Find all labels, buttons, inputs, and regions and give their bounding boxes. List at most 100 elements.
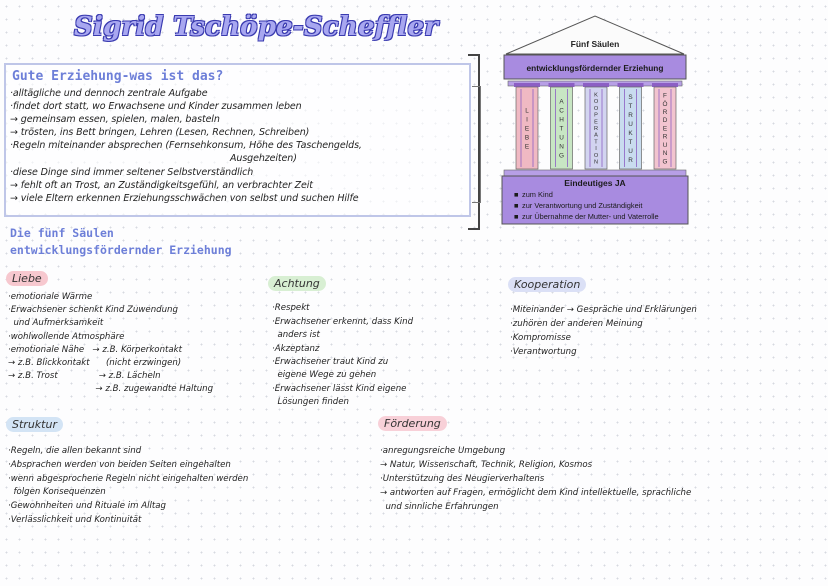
pillar-letter: U — [628, 148, 633, 155]
pill-struktur: Struktur — [6, 417, 63, 432]
pillar-letter: T — [629, 103, 633, 110]
note-line: → z.B. Trost → z.B. Lächeln — [8, 371, 161, 381]
pillar-letter: H — [559, 117, 564, 124]
section-title-line2: entwicklungsfördernder Erziehung — [10, 243, 232, 257]
note-line: und sinnliche Erfahrungen — [380, 502, 499, 512]
pillar-förderung — [653, 86, 677, 170]
temple-beam-label: entwicklungsfördernder Erziehung — [527, 63, 664, 73]
note-line: ·Akzeptanz — [272, 344, 320, 354]
pillar-capital — [617, 83, 644, 87]
note-line: ·Erwachsener traut Kind zu — [272, 357, 389, 367]
note-line: ·Erwachsener schenkt Kind Zuwendung — [8, 305, 178, 315]
pillar-letter: R — [663, 109, 668, 116]
pillar-letter: R — [628, 157, 633, 164]
pillar-letter: E — [525, 144, 529, 151]
pillar-letter: N — [559, 144, 564, 151]
pillar-letter: T — [629, 139, 633, 146]
intro-line: ·diese Dinge sind immer seltener Selbstv… — [10, 167, 254, 178]
section-title-line1: Die fünf Säulen — [10, 226, 114, 240]
intro-line: ·Regeln miteinander absprechen (Fernsehk… — [10, 140, 362, 151]
note-line: → antworten auf Fragen, ermöglicht dem K… — [380, 488, 692, 498]
note-line: ·anregungsreiche Umgebung — [380, 446, 506, 456]
note-line: → z.B. zugewandte Haltung — [8, 384, 214, 394]
pillar-letter: E — [594, 119, 598, 125]
bracket-decoration — [468, 54, 480, 230]
bracket-decoration-inner — [472, 86, 481, 203]
note-line: ·Respekt — [272, 303, 310, 313]
intro-line: Ausgehzeiten) — [230, 153, 297, 164]
note-line: → z.B. Blickkontakt (nicht erzwingen) — [8, 358, 182, 368]
pillar-letter: A — [594, 133, 598, 139]
note-line: ·Erwachsener lässt Kind eigene — [272, 384, 407, 394]
pillar-letter: G — [663, 158, 668, 165]
temple-base-bullet: ■ — [514, 201, 519, 210]
page-title: Sigrid Tschöpe-Scheffler — [74, 12, 439, 42]
pillar-letter: R — [628, 112, 633, 119]
pillar-letter: A — [559, 99, 564, 106]
intro-line: → viele Eltern erkennen Erziehungsschwäc… — [10, 193, 359, 204]
pillar-letter: G — [559, 153, 564, 160]
temple-base — [501, 175, 689, 225]
note-line: ·zuhören der anderen Meinung — [510, 319, 643, 329]
pill-foerderung: Förderung — [378, 416, 447, 431]
note-line: eigene Wege zu gehen — [272, 370, 377, 380]
note-line: ·Kompromisse — [510, 333, 571, 343]
pillar-letter: U — [663, 142, 668, 149]
pillar-liebe — [515, 86, 539, 170]
note-line: ·Regeln, die allen bekannt sind — [8, 446, 142, 456]
pillar-letter: F — [663, 93, 667, 100]
temple-base-bullet: ■ — [514, 190, 519, 199]
temple-base-item: zum Kind — [522, 190, 553, 199]
temple-base-item: zur Übernahme der Mutter- und Vaterrolle — [522, 212, 659, 221]
note-line: ·emotionale Wärme — [8, 292, 93, 302]
intro-line: → gemeinsam essen, spielen, malen, baste… — [10, 114, 220, 125]
note-line: ·Erwachsener erkennt, dass Kind — [272, 317, 414, 327]
pillar-letter: D — [663, 117, 668, 124]
pillar-letter: N — [663, 150, 668, 157]
pillar-capital — [548, 83, 575, 87]
pillar-letter: R — [594, 126, 598, 132]
pill-achtung: Achtung — [268, 276, 326, 291]
note-line: ·Verlässlichkeit und Kontinuität — [8, 515, 142, 525]
note-line: ·wohlwollende Atmosphäre — [8, 332, 125, 342]
pillar-letter: I — [595, 146, 597, 152]
pillar-letter: T — [560, 126, 564, 133]
temple-roof-label: Fünf Säulen — [571, 39, 620, 49]
temple-plinth — [503, 169, 687, 177]
pillar-letter: C — [559, 108, 564, 115]
intro-line: → trösten, ins Bett bringen, Lehren (Les… — [10, 127, 310, 138]
pillar-letter: U — [628, 121, 633, 128]
pillar-letter: K — [628, 130, 633, 137]
note-line: ·Miteinander → Gespräche und Erklärungen — [510, 305, 697, 315]
intro-line: ·findet dort statt, wo Erwachsene und Ki… — [10, 101, 302, 112]
pillar-letter: E — [525, 126, 529, 133]
pillar-letter: N — [594, 160, 598, 166]
note-line: → Natur, Wissenschaft, Technik, Religion… — [380, 460, 593, 470]
temple-base-bullet: ■ — [514, 212, 519, 221]
pillar-capital — [583, 83, 609, 87]
pillar-letter: T — [594, 139, 598, 145]
note-line: ·Absprachen werden von beiden Seiten ein… — [8, 460, 231, 470]
pillar-letter: O — [594, 153, 599, 159]
pillar-letter: Ö — [663, 100, 668, 108]
pill-liebe: Liebe — [6, 271, 48, 286]
pillar-capital — [652, 83, 678, 87]
pillar-letter: B — [525, 135, 529, 142]
pillar-letter: E — [663, 125, 667, 132]
note-line: Lösungen finden — [272, 397, 349, 407]
intro-heading: Gute Erziehung-was ist das? — [12, 69, 224, 84]
note-line: ·Verantwortung — [510, 347, 577, 357]
note-line: ·wenn abgesprochene Regeln nicht eingeha… — [8, 474, 249, 484]
pillar-letter: R — [663, 134, 668, 141]
pillar-letter: L — [525, 108, 529, 115]
pillar-achtung — [550, 86, 573, 170]
note-line: ·emotionale Nähe → z.B. Körperkontakt — [8, 345, 182, 355]
temple-base-label: Eindeutiges JA — [564, 178, 625, 188]
note-line: und Aufmerksamkeit — [8, 318, 104, 328]
pillar-letter: O — [594, 99, 599, 105]
intro-box — [4, 63, 471, 217]
intro-line: ·alltägliche und dennoch zentrale Aufgab… — [10, 88, 208, 99]
temple-base-item: zur Verantwortung und Zuständigkeit — [522, 201, 642, 210]
note-line: ·Gewohnheiten und Rituale im Alltag — [8, 501, 166, 511]
